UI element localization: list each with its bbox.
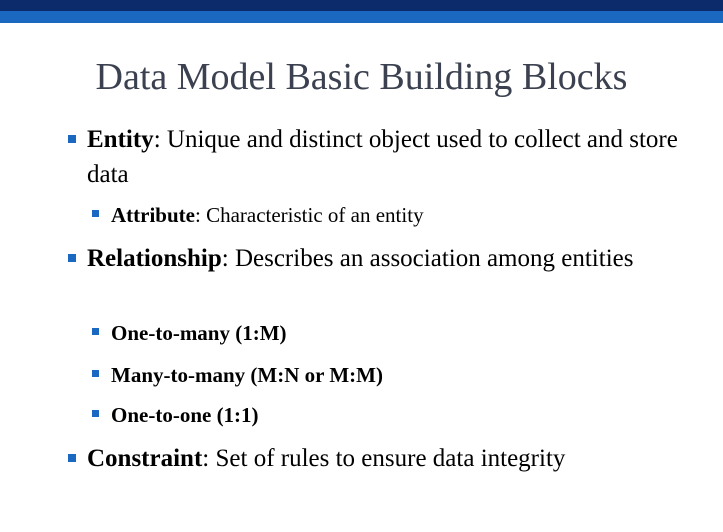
- bullet-text: : Set of rules to ensure data integrity: [202, 445, 566, 472]
- bullet-term: Entity: [87, 126, 154, 153]
- bullet-text: : Unique and distinct object used to col…: [87, 126, 678, 188]
- bullet-one-to-many: One-to-many (1:M): [92, 318, 691, 348]
- bullet-term: Constraint: [87, 445, 203, 472]
- bullet-text: : Characteristic of an entity: [194, 203, 424, 227]
- bullet-term: One-to-one (1:1): [111, 403, 259, 427]
- bullet-term: Many-to-many (M:N or M:M): [111, 363, 383, 387]
- square-bullet-icon: [68, 135, 76, 143]
- square-bullet-icon: [68, 454, 76, 462]
- bullet-text: : Describes an association among entitie…: [221, 245, 634, 272]
- bullet-relationship: Relationship: Describes an association a…: [68, 241, 687, 276]
- bullet-term: One-to-many (1:M): [111, 321, 287, 345]
- square-bullet-icon: [92, 370, 99, 377]
- bullet-constraint: Constraint: Set of rules to ensure data …: [68, 441, 687, 476]
- bullet-attribute: Attribute: Characteristic of an entity: [92, 200, 691, 230]
- slide-title: Data Model Basic Building Blocks: [95, 56, 628, 98]
- header-band-light: [0, 11, 723, 23]
- bullet-many-to-many: Many-to-many (M:N or M:M): [92, 360, 691, 390]
- bullet-term: Attribute: [111, 203, 195, 227]
- square-bullet-icon: [68, 254, 76, 262]
- bullet-one-to-one: One-to-one (1:1): [92, 400, 691, 430]
- square-bullet-icon: [92, 328, 99, 335]
- bullet-entity: Entity: Unique and distinct object used …: [68, 122, 687, 192]
- square-bullet-icon: [92, 410, 99, 417]
- bullet-term: Relationship: [87, 245, 222, 272]
- square-bullet-icon: [92, 210, 99, 217]
- header-band-dark: [0, 0, 723, 11]
